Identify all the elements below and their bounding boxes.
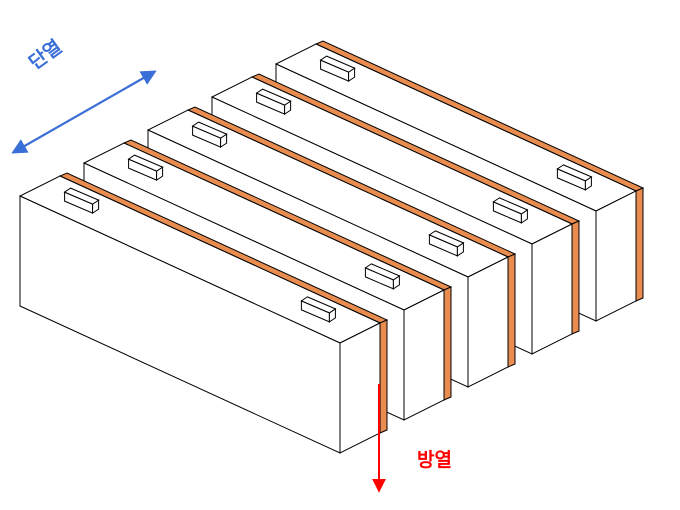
terminal-top: [127, 154, 164, 172]
terminal-top: [191, 121, 228, 139]
cell-end-face: [403, 289, 445, 421]
heat-sheet-end-edge: [507, 253, 516, 368]
terminal-top: [428, 230, 465, 248]
insulation-direction-arrow: [11, 70, 157, 154]
terminal-top: [63, 187, 100, 205]
heat-sheet-end-edge: [443, 286, 452, 401]
terminal-top: [319, 55, 356, 73]
heat-sheet-end-edge: [571, 220, 580, 335]
terminal-top: [556, 164, 593, 182]
terminal-top: [255, 88, 292, 106]
cell-end-face: [595, 190, 637, 322]
cell-end-face: [467, 256, 509, 388]
cell-end-face: [339, 322, 381, 454]
heat-sheet-end-edge: [379, 319, 388, 434]
heat-dissipation-label: 방열: [417, 449, 452, 471]
terminal-top: [492, 197, 529, 215]
terminal-top: [300, 296, 337, 314]
cell-end-face: [531, 223, 573, 355]
heat-sheet-end-edge: [635, 187, 644, 302]
cell-and-sheet-layers: [18, 40, 645, 454]
terminal-top: [364, 263, 401, 281]
